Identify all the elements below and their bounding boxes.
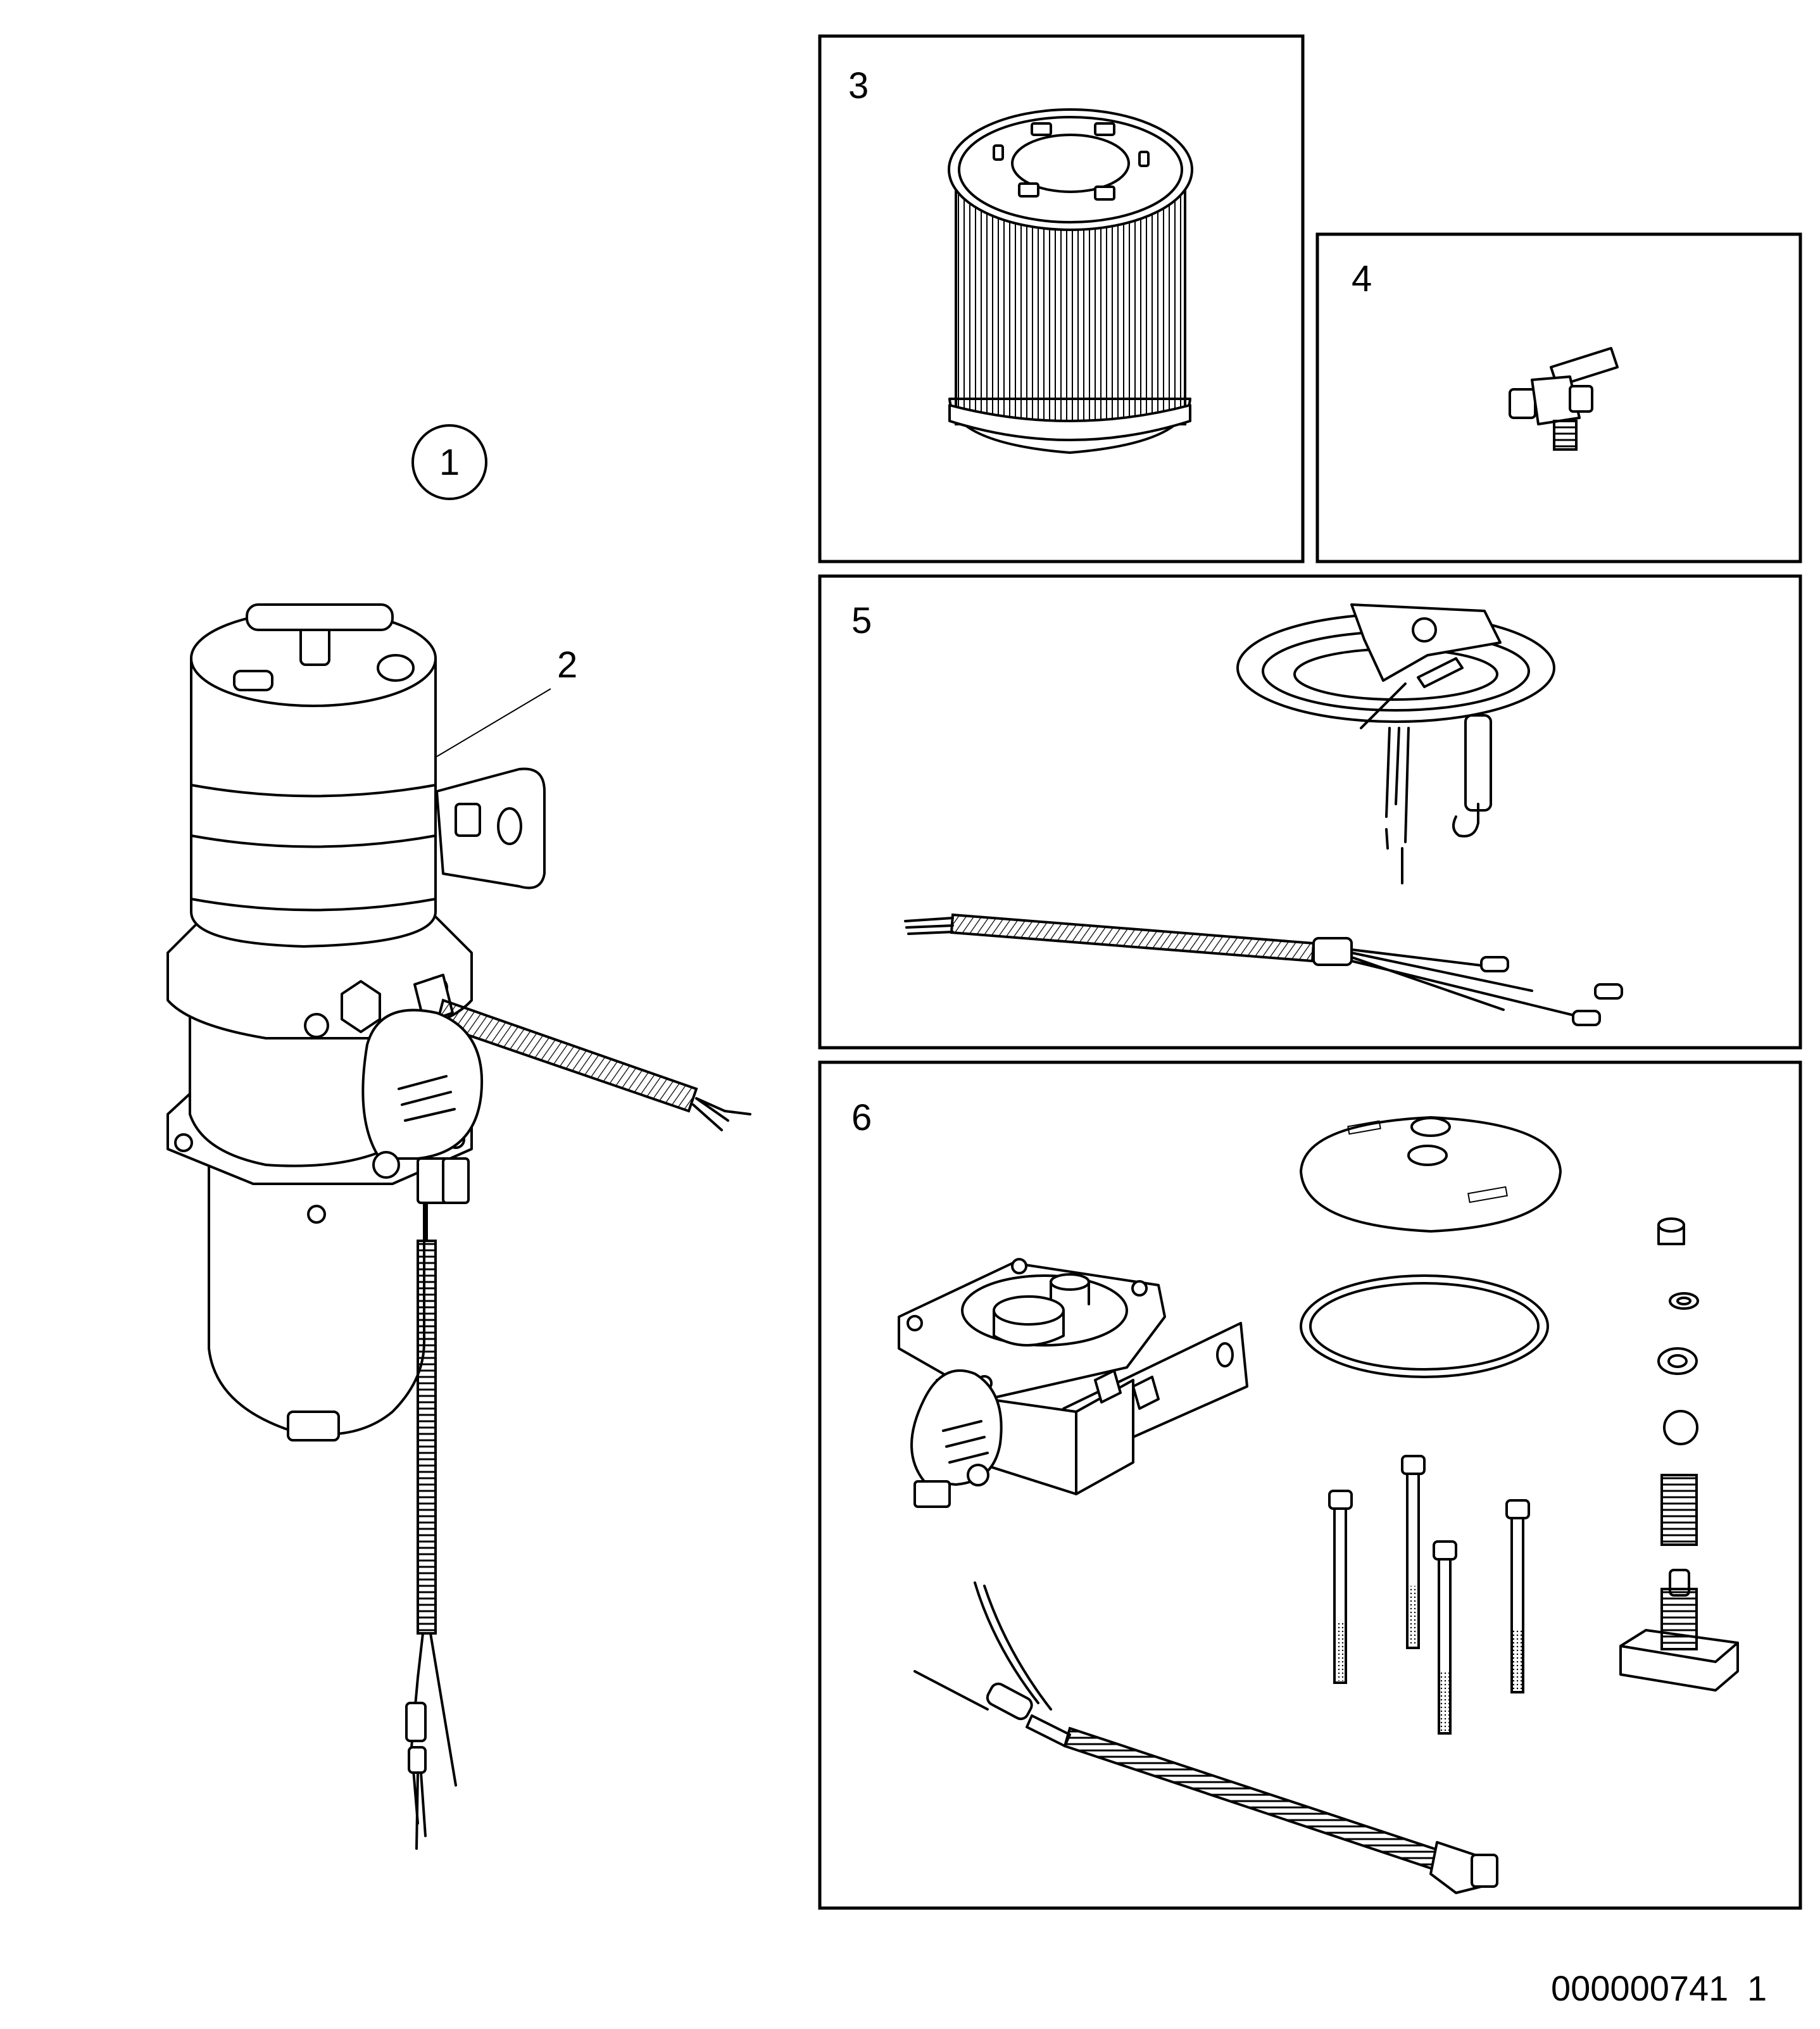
- callout-3-label: 3: [848, 65, 869, 106]
- panel-3-frame: [818, 34, 1305, 563]
- filter-element: [948, 108, 1193, 454]
- sheet-number: 1: [1747, 1968, 1767, 2008]
- panel-4-frame: [1315, 232, 1802, 563]
- callout-5-label: 5: [851, 600, 872, 641]
- panel-5-frame: [818, 574, 1802, 1050]
- drain-valve: [1509, 347, 1619, 451]
- callout-4-label: 4: [1352, 258, 1372, 299]
- drawing-number: 000000741: [1551, 1968, 1728, 2008]
- callout-1-label: 1: [439, 442, 460, 483]
- callout-1: 1: [411, 424, 487, 500]
- callout-6-label: 6: [851, 1097, 872, 1138]
- callout-2: 2: [436, 644, 577, 757]
- level-sensor: [904, 603, 1623, 1026]
- fuel-filter-assembly: [166, 603, 751, 1850]
- callout-2-label: 2: [557, 644, 577, 686]
- panel-6-frame: [818, 1060, 1802, 1910]
- repair-kit: [898, 1116, 1739, 1894]
